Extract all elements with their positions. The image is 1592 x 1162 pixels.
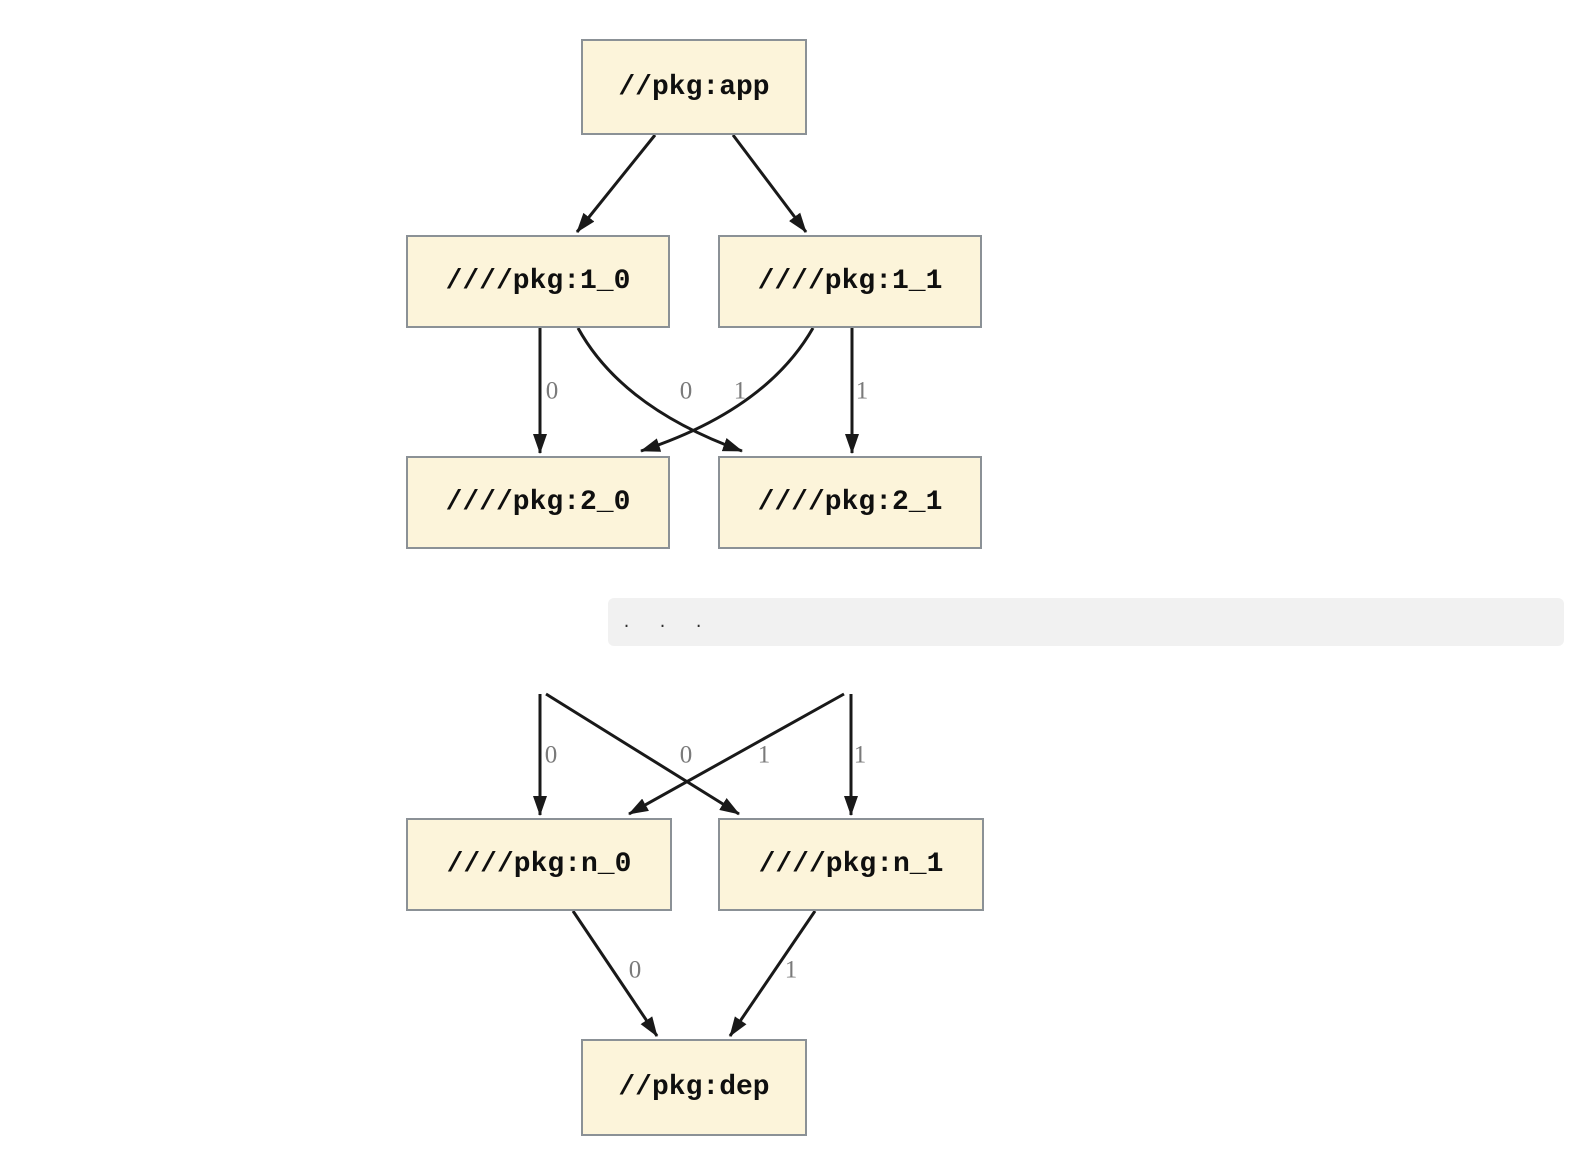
edge-app-to-1_1 bbox=[731, 134, 808, 233]
edge-label-n_0-dep: 0 bbox=[628, 956, 642, 984]
edge-app-to-1_0 bbox=[575, 134, 657, 233]
edge-label-1_0-2_0: 0 bbox=[545, 377, 559, 405]
node-label: ////pkg:1_0 bbox=[445, 266, 631, 297]
ellipsis-text: . . . bbox=[622, 613, 713, 631]
edge-label-ellipsis-n_0-cross: 0 bbox=[679, 741, 693, 769]
node-label: ////pkg:2_0 bbox=[445, 487, 631, 518]
node-pkg-1_0: ////pkg:1_0 bbox=[406, 235, 670, 328]
node-pkg-n_1: ////pkg:n_1 bbox=[718, 818, 984, 911]
node-pkg-2_0: ////pkg:2_0 bbox=[406, 456, 670, 549]
node-pkg-n_0: ////pkg:n_0 bbox=[406, 818, 672, 911]
edge-label-n_1-dep: 1 bbox=[784, 956, 798, 984]
node-label: ////pkg:1_1 bbox=[757, 266, 943, 297]
node-pkg-1_1: ////pkg:1_1 bbox=[718, 235, 982, 328]
edge-label-ellipsis-n_0: 0 bbox=[544, 741, 558, 769]
edge-label-1_0-2_1: 1 bbox=[733, 377, 747, 405]
edge-label-ellipsis-n_1-cross: 1 bbox=[757, 741, 771, 769]
edge-label-1_1-2_0: 0 bbox=[679, 377, 693, 405]
node-label: ////pkg:n_1 bbox=[758, 849, 944, 880]
node-label: //pkg:dep bbox=[618, 1072, 770, 1103]
edge-n_1-to-dep bbox=[728, 910, 817, 1037]
node-pkg-2_1: ////pkg:2_1 bbox=[718, 456, 982, 549]
edge-1_1-to-2_0 bbox=[640, 327, 815, 453]
node-label: ////pkg:n_0 bbox=[446, 849, 632, 880]
node-pkg-app: //pkg:app bbox=[581, 39, 807, 135]
edge-ellipsis-to-n_0-cross bbox=[628, 692, 845, 816]
edge-n_0-to-dep bbox=[571, 910, 659, 1037]
edge-label-1_1-2_1: 1 bbox=[855, 377, 869, 405]
edge-1_0-to-2_1 bbox=[576, 327, 743, 453]
edge-label-ellipsis-n_1: 1 bbox=[853, 741, 867, 769]
node-label: ////pkg:2_1 bbox=[757, 487, 943, 518]
ellipsis-code-block: . . . bbox=[608, 598, 1564, 646]
node-pkg-dep: //pkg:dep bbox=[581, 1039, 807, 1136]
node-label: //pkg:app bbox=[618, 71, 770, 103]
edge-ellipsis-to-n_1-cross bbox=[545, 692, 740, 816]
